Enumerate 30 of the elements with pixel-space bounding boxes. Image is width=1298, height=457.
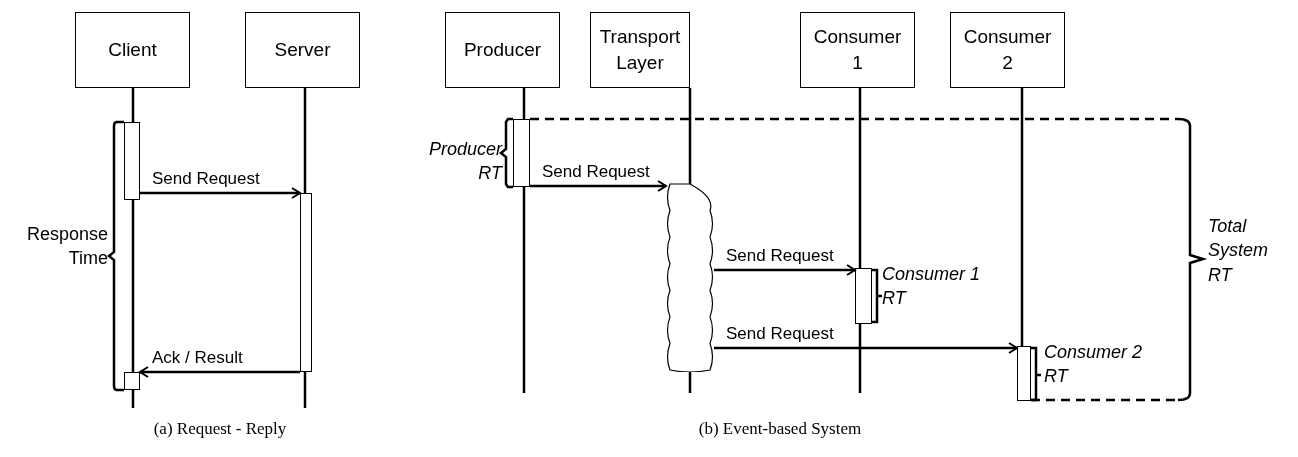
arrow: [714, 264, 856, 276]
arrow: [714, 342, 1018, 354]
lifeline-header: Server: [245, 12, 360, 88]
lifeline-header: Client: [75, 12, 190, 88]
arrow: [530, 180, 667, 192]
activation-bar: [513, 119, 530, 187]
activation-bar: [300, 193, 312, 372]
edge-label: Send Request: [542, 162, 650, 182]
lifeline-header: Consumer 1: [800, 12, 915, 88]
lifeline-header: Producer: [445, 12, 560, 88]
edge-label: Send Request: [726, 246, 834, 266]
caption: (a) Request - Reply: [152, 418, 288, 440]
time-label: Producer RT: [427, 138, 502, 186]
time-label: Consumer 2 RT: [1044, 341, 1144, 389]
lifeline-header: Consumer 2: [950, 12, 1065, 88]
arrow: [140, 187, 301, 199]
activation-bar: [1017, 346, 1031, 401]
edge-label: Ack / Result: [152, 348, 243, 368]
activation-bar: [124, 372, 140, 390]
time-label: Response Time: [25, 223, 108, 271]
time-label: Consumer 1 RT: [882, 263, 982, 311]
time-label: Total System RT: [1208, 215, 1269, 287]
arrow: [139, 366, 300, 378]
caption: (b) Event-based System: [697, 418, 863, 440]
edge-label: Send Request: [152, 169, 260, 189]
lifeline-header: Transport Layer: [590, 12, 690, 88]
edge-label: Send Request: [726, 324, 834, 344]
activation-bar: [124, 122, 140, 200]
cloud-shape: [666, 182, 714, 372]
activation-bar: [855, 268, 872, 324]
